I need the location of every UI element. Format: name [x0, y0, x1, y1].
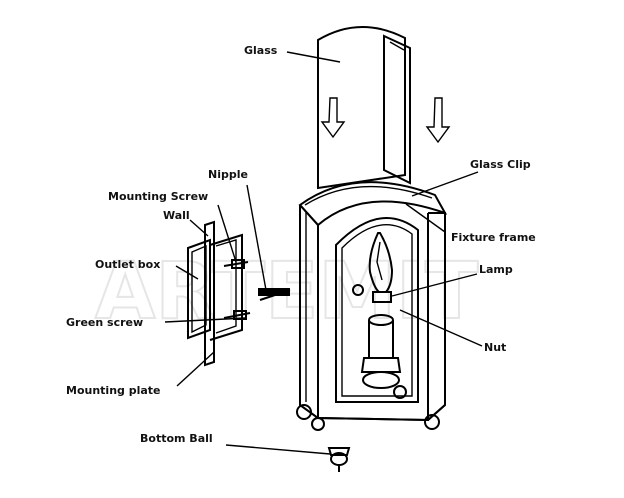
label-green-screw: Green screw	[66, 316, 143, 329]
label-glass-clip: Glass Clip	[470, 158, 531, 171]
label-bottom-ball: Bottom Ball	[140, 432, 213, 445]
label-mounting-screw: Mounting Screw	[108, 190, 208, 203]
candle-socket	[352, 284, 407, 399]
label-lamp: Lamp	[479, 263, 513, 276]
label-outlet-box: Outlet box	[95, 258, 160, 271]
down-arrow-icon	[425, 97, 451, 144]
leader-lines	[164, 51, 483, 455]
label-glass: Glass	[244, 44, 278, 57]
fixture-frame	[296, 181, 448, 431]
glass-panel	[317, 26, 451, 190]
down-arrow-icon	[320, 97, 346, 139]
label-nipple: Nipple	[208, 168, 248, 181]
wall-bracket	[187, 220, 251, 367]
nipple	[258, 288, 291, 301]
label-wall: Wall	[163, 209, 190, 222]
label-fixture-frame: Fixture frame	[451, 231, 536, 244]
label-mounting-plate: Mounting plate	[66, 384, 161, 397]
bottom-ball	[327, 447, 351, 472]
label-nut: Nut	[484, 341, 506, 354]
lamp-bulb	[368, 232, 394, 303]
